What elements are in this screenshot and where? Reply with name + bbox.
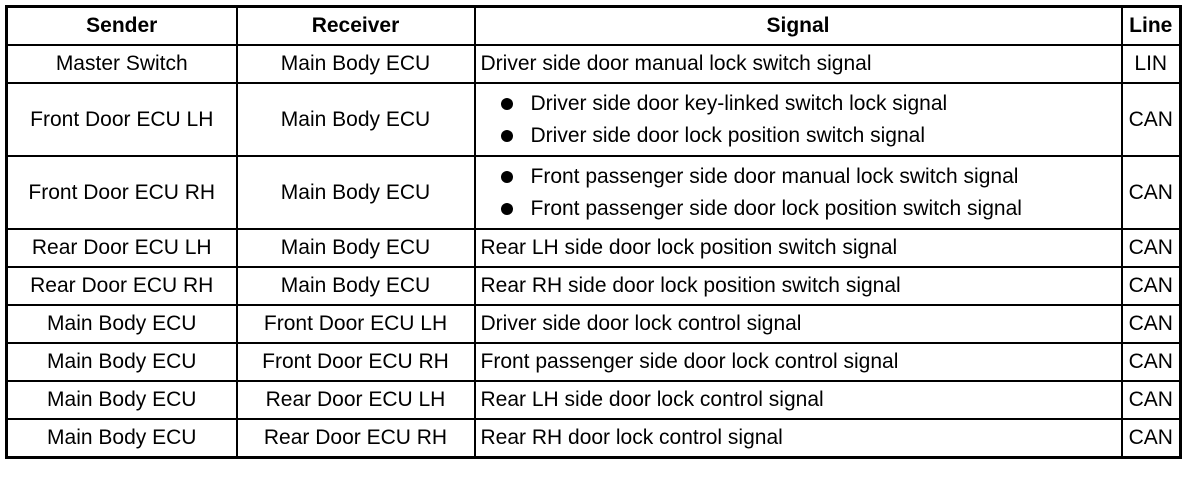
header-sender: Sender [5,5,238,46]
table-row: Front Door ECU RH Main Body ECU Front pa… [5,155,1182,230]
sender-cell: Front Door ECU LH [5,82,238,157]
header-line: Line [1120,5,1182,46]
signal-bullet-text: Driver side door key-linked switch lock … [530,91,948,115]
table-row: Front Door ECU LH Main Body ECU Driver s… [5,82,1182,157]
receiver-cell: Rear Door ECU RH [235,418,476,459]
signal-cell: Rear LH side door lock position switch s… [473,228,1123,268]
signal-bullet-item: Front passenger side door lock position … [500,193,1118,225]
line-cell: CAN [1120,342,1182,382]
signal-cell: Front passenger side door lock control s… [473,342,1123,382]
line-cell: CAN [1120,82,1182,157]
table-row: Main Body ECU Front Door ECU RH Front pa… [5,342,1182,382]
bullet-dot-icon [500,170,513,183]
line-cell: CAN [1120,155,1182,230]
table-row: Master Switch Main Body ECU Driver side … [5,44,1182,84]
bullet-dot-icon [500,129,513,142]
receiver-cell: Main Body ECU [235,266,476,306]
receiver-cell: Main Body ECU [235,155,476,230]
table-row: Main Body ECU Front Door ECU LH Driver s… [5,304,1182,344]
signal-cell: Driver side door manual lock switch sign… [473,44,1123,84]
sender-cell: Master Switch [5,44,238,84]
signal-cell: Rear RH side door lock position switch s… [473,266,1123,306]
line-cell: CAN [1120,266,1182,306]
signal-bullet-list: Front passenger side door manual lock sw… [479,161,1118,225]
receiver-cell: Main Body ECU [235,44,476,84]
signal-cell: Rear RH door lock control signal [473,418,1123,459]
line-cell: CAN [1120,418,1182,459]
receiver-cell: Main Body ECU [235,82,476,157]
receiver-cell: Front Door ECU LH [235,304,476,344]
sender-cell: Main Body ECU [5,418,238,459]
line-cell: LIN [1120,44,1182,84]
sender-cell: Main Body ECU [5,380,238,420]
table-row: Rear Door ECU RH Main Body ECU Rear RH s… [5,266,1182,306]
signal-bullet-item: Driver side door lock position switch si… [500,120,1118,152]
sender-cell: Rear Door ECU RH [5,266,238,306]
signal-cell: Front passenger side door manual lock sw… [473,155,1123,230]
sender-cell: Rear Door ECU LH [5,228,238,268]
sender-cell: Main Body ECU [5,342,238,382]
signal-table-frame: Sender Receiver Signal Line Master Switc… [5,5,1182,459]
header-signal: Signal [473,5,1123,46]
signal-bullet-text: Driver side door lock position switch si… [530,123,926,147]
signal-bullet-item: Front passenger side door manual lock sw… [500,161,1118,193]
receiver-cell: Main Body ECU [235,228,476,268]
sender-cell: Main Body ECU [5,304,238,344]
line-cell: CAN [1120,304,1182,344]
signal-bullet-text: Front passenger side door manual lock sw… [530,164,1019,188]
sender-cell: Front Door ECU RH [5,155,238,230]
line-cell: CAN [1120,228,1182,268]
receiver-cell: Rear Door ECU LH [235,380,476,420]
signal-bullet-list: Driver side door key-linked switch lock … [479,88,1118,152]
bullet-dot-icon [500,97,513,110]
table-row: Main Body ECU Rear Door ECU RH Rear RH d… [5,418,1182,459]
bullet-dot-icon [500,202,513,215]
table-header-row: Sender Receiver Signal Line [5,5,1182,46]
signal-cell: Driver side door lock control signal [473,304,1123,344]
header-receiver: Receiver [235,5,476,46]
signal-bullet-text: Front passenger side door lock position … [530,196,1022,220]
table-row: Rear Door ECU LH Main Body ECU Rear LH s… [5,228,1182,268]
receiver-cell: Front Door ECU RH [235,342,476,382]
signal-table: Sender Receiver Signal Line Master Switc… [5,5,1182,459]
table-row: Main Body ECU Rear Door ECU LH Rear LH s… [5,380,1182,420]
line-cell: CAN [1120,380,1182,420]
signal-cell: Driver side door key-linked switch lock … [473,82,1123,157]
signal-cell: Rear LH side door lock control signal [473,380,1123,420]
signal-bullet-item: Driver side door key-linked switch lock … [500,88,1118,120]
